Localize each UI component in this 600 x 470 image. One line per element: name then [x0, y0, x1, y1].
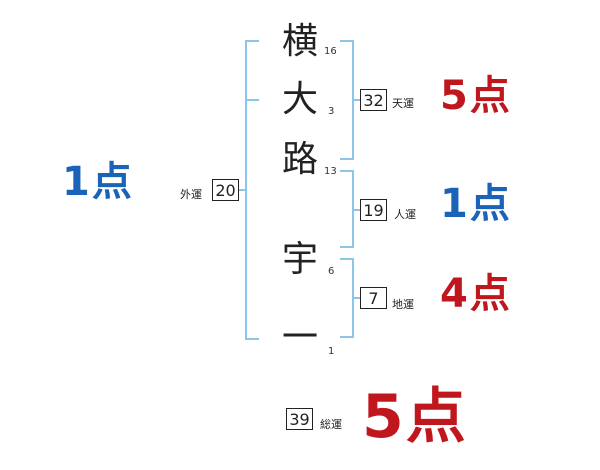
gaiun-bracket-connector	[239, 189, 247, 191]
name-char-1-strokes: 16	[324, 46, 337, 57]
gaiun-bracket	[245, 40, 259, 340]
gaiun-value: 20	[212, 179, 239, 201]
souun-score: 5点	[362, 382, 468, 452]
name-char-3-strokes: 13	[324, 166, 337, 177]
chiun-label: 地運	[392, 298, 414, 311]
chiun-value: 7	[360, 287, 387, 309]
souun-value: 39	[286, 408, 313, 430]
name-char-5: 一	[281, 317, 318, 358]
tenun-label: 天運	[392, 97, 414, 110]
name-char-5-strokes: 1	[328, 346, 335, 357]
chiun-score: 4点	[440, 271, 512, 317]
jinun-label: 人運	[394, 208, 416, 221]
gaiun-label: 外運	[180, 188, 202, 201]
name-char-1: 横	[281, 21, 318, 62]
name-char-4: 宇	[281, 239, 318, 280]
gaiun-bracket-tick	[245, 99, 259, 101]
name-char-3: 路	[281, 139, 318, 180]
gaiun-score: 1点	[62, 159, 134, 205]
chiun-bracket-connector	[352, 297, 360, 299]
tenun-value: 32	[360, 89, 387, 111]
name-char-2-strokes: 3	[328, 106, 335, 117]
jinun-score: 1点	[440, 181, 512, 227]
tenun-score: 5点	[440, 73, 512, 119]
jinun-value: 19	[360, 199, 387, 221]
jinun-bracket-connector	[352, 209, 360, 211]
name-char-4-strokes: 6	[328, 266, 335, 277]
souun-label: 総運	[320, 418, 342, 431]
tenun-bracket-connector	[352, 99, 360, 101]
name-char-2: 大	[281, 79, 318, 120]
